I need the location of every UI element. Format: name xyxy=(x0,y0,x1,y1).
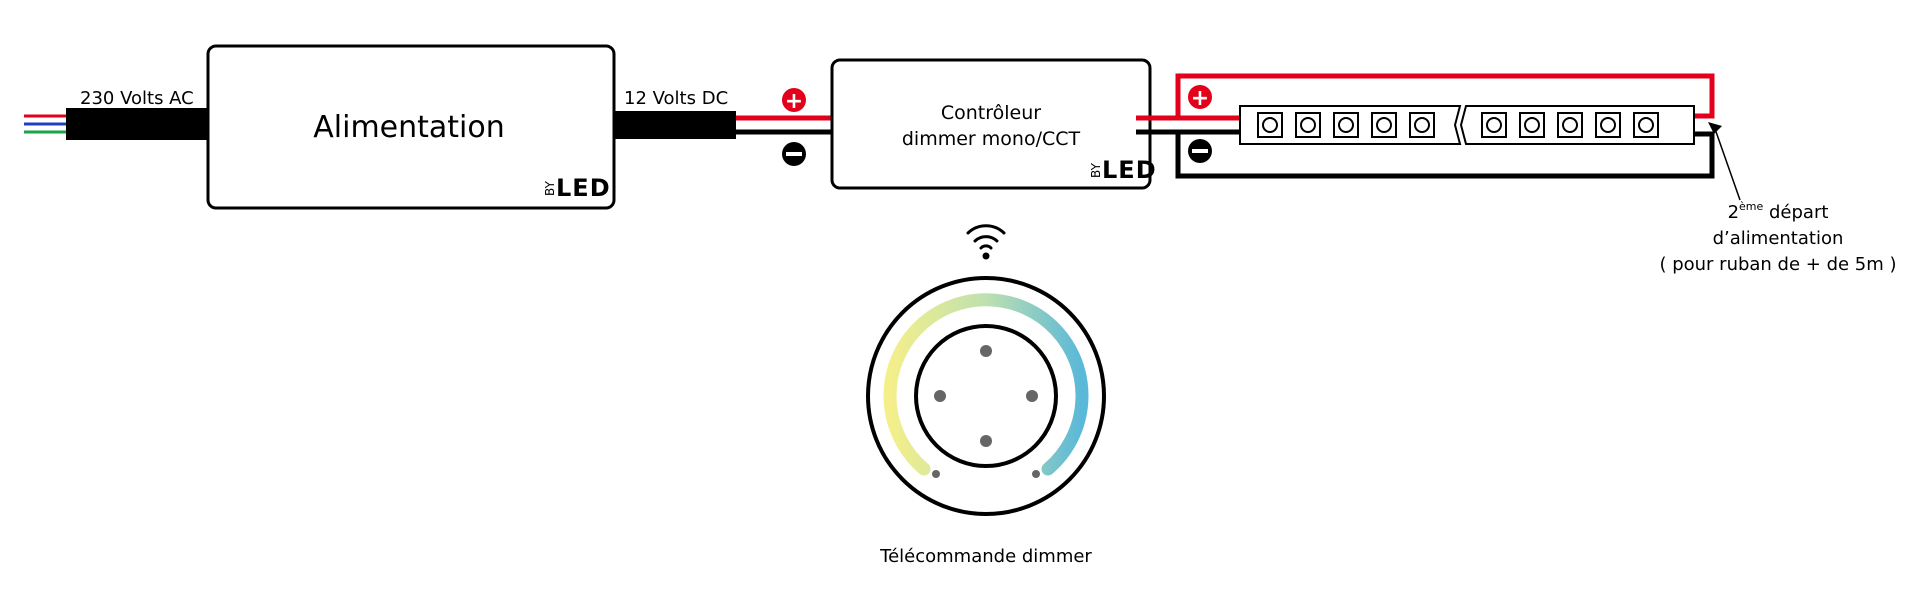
controller-logo-small: BY xyxy=(1089,162,1103,178)
remote-dot-top xyxy=(980,345,992,357)
input-voltage-label: 230 Volts AC xyxy=(80,88,194,109)
annotation-arrowhead xyxy=(1708,122,1722,134)
second-feed-note-line1: 2ème départ xyxy=(1728,200,1829,223)
remote-indicator-left xyxy=(932,470,940,478)
led-chip-lens xyxy=(1376,117,1392,133)
second-feed-negative-loop xyxy=(1175,131,1715,179)
led-chip-lens xyxy=(1600,117,1616,133)
wifi-icon xyxy=(966,224,1006,260)
led-chip-lens xyxy=(1486,117,1502,133)
minus-symbol xyxy=(782,142,806,166)
led-chip-lens xyxy=(1414,117,1430,133)
power-supply-logo-small: BY xyxy=(543,180,557,196)
led-chip-lens xyxy=(1638,117,1654,133)
led-chips xyxy=(1257,112,1659,138)
controller-title-line1: Contrôleur xyxy=(941,102,1041,124)
controller-title-line2: dimmer mono/CCT xyxy=(902,128,1081,150)
controller-box xyxy=(830,58,1152,190)
second-feed-note-line3: ( pour ruban de + de 5m ) xyxy=(1659,254,1896,275)
led-chip-lens xyxy=(1300,117,1316,133)
remote-dot-left xyxy=(934,390,946,402)
remote-dot-bottom xyxy=(980,435,992,447)
strip-minus-symbol xyxy=(1188,139,1212,163)
second-feed-note-line2: d’alimentation xyxy=(1713,228,1844,249)
annotation-leader-line xyxy=(1713,125,1741,201)
remote-dot-right xyxy=(1026,390,1038,402)
remote-indicator-right xyxy=(1032,470,1040,478)
power-supply-logo-big: LED xyxy=(556,174,611,202)
remote-label: Télécommande dimmer xyxy=(879,546,1092,567)
power-supply-logo: BY LED xyxy=(543,174,611,202)
remote-control xyxy=(866,276,1106,516)
controller-logo: BY LED xyxy=(1089,156,1157,184)
plus-symbol: + xyxy=(782,88,806,114)
controller-logo-big: LED xyxy=(1102,156,1157,184)
power-supply-title: Alimentation xyxy=(313,110,505,145)
dc-output-cable xyxy=(614,111,736,139)
second-feed-positive-loop xyxy=(1175,73,1715,119)
svg-text:+: + xyxy=(1191,86,1209,111)
output-voltage-label: 12 Volts DC xyxy=(624,88,728,109)
strip-plus-symbol: + xyxy=(1188,85,1212,111)
remote-center-button xyxy=(914,324,1058,468)
led-chip-lens xyxy=(1562,117,1578,133)
svg-text:+: + xyxy=(785,89,803,114)
remote-color-ring xyxy=(883,293,1089,476)
mains-input-wires xyxy=(24,108,208,140)
led-chip-lens xyxy=(1338,117,1354,133)
led-chip-lens xyxy=(1262,117,1278,133)
led-chip-lens xyxy=(1524,117,1540,133)
